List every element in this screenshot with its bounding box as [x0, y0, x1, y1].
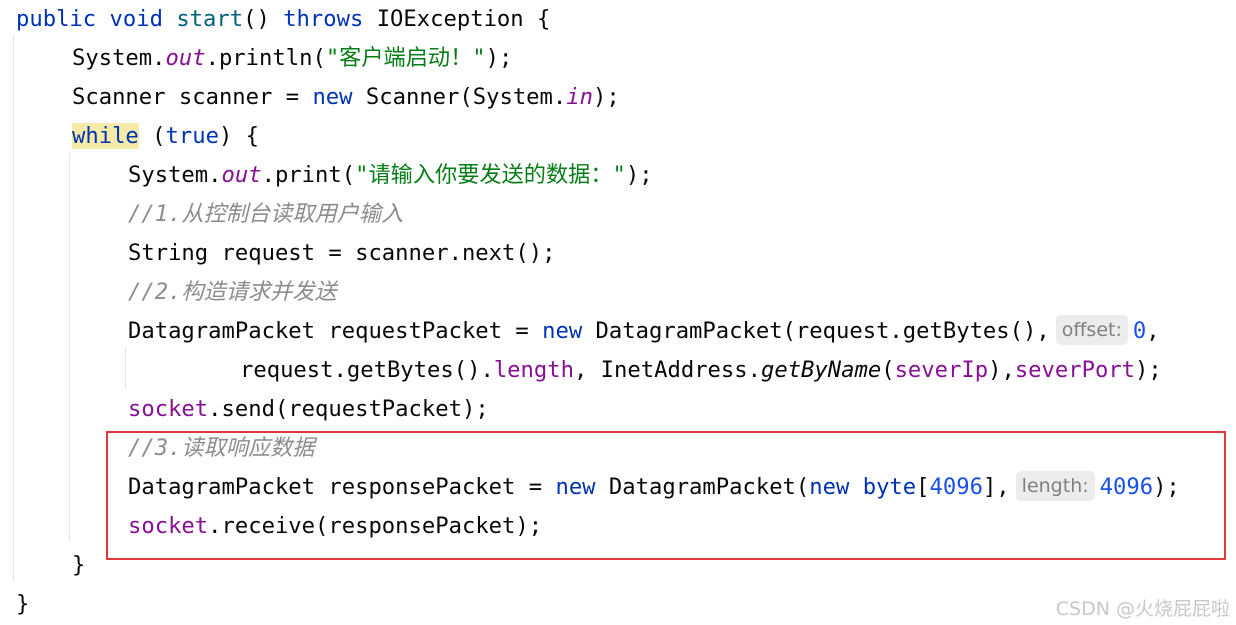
code-text: , [1146, 318, 1160, 344]
comment: //1.从控制台读取用户输入 [128, 201, 404, 227]
code-text: .print( [261, 162, 356, 188]
keyword: byte [862, 474, 917, 500]
keyword-highlighted: while [72, 123, 139, 149]
code-text: ); [1135, 357, 1162, 383]
code-text: ); [485, 45, 513, 71]
code-text: request.getBytes(). [240, 357, 494, 383]
code-line-11: socket.send(requestPacket); [128, 390, 489, 429]
number-literal: 0 [1132, 318, 1147, 344]
code-text: ( [881, 357, 895, 383]
code-line-10: request.getBytes().length, InetAddress.g… [240, 351, 1162, 390]
keyword: true [165, 123, 219, 149]
method-name: getByName [760, 357, 882, 383]
keyword: new [555, 474, 596, 500]
parameter-hint: offset: [1055, 315, 1128, 345]
indent-guide [69, 153, 70, 541]
field: socket [128, 513, 209, 539]
code-line-5: System.out.print("请输入你要发送的数据："); [128, 156, 653, 195]
code-text: } [16, 591, 30, 617]
code-text: ( [138, 123, 166, 149]
method-name: start [176, 6, 244, 32]
code-text: IOException { [376, 6, 551, 32]
field: in [566, 84, 593, 110]
string-literal: "请输入你要发送的数据：" [355, 162, 626, 188]
number-literal: 4096 [1099, 474, 1154, 500]
keyword: new [312, 84, 353, 110]
code-text: () [243, 6, 270, 32]
code-line-8: //2.构造请求并发送 [128, 273, 337, 312]
code-line-6: //1.从控制台读取用户输入 [128, 195, 403, 234]
annotation-highlight-box [106, 431, 1226, 560]
field: socket [128, 396, 209, 422]
code-line-9: DatagramPacket requestPacket = new Datag… [128, 312, 1160, 351]
field: severPort [1014, 357, 1136, 383]
keyword: public [16, 6, 97, 32]
number-literal: 4096 [929, 474, 983, 500]
code-line-1: public void start() throws IOException { [16, 0, 550, 39]
code-text: Scanner scanner = [72, 84, 313, 110]
code-line-13: DatagramPacket responsePacket = new Data… [128, 468, 1180, 507]
field: out [165, 45, 206, 71]
keyword: new [809, 474, 850, 500]
code-text: ); [625, 162, 653, 188]
code-line-15: } [72, 546, 85, 585]
code-text: String request = scanner.next(); [128, 240, 556, 266]
code-text: .println( [205, 45, 326, 71]
code-text: DatagramPacket( [595, 474, 810, 500]
code-line-14: socket.receive(responsePacket); [128, 507, 542, 546]
string-literal: "客户端启动！" [325, 45, 486, 71]
keyword: new [542, 318, 583, 344]
code-text: } [72, 552, 86, 578]
field: severIp [894, 357, 989, 383]
comment: //3.读取响应数据 [128, 435, 315, 461]
field: length [493, 357, 574, 383]
code-line-16: } [16, 585, 29, 624]
code-text: System. [128, 162, 222, 188]
indent-guide [125, 348, 126, 388]
code-line-3: Scanner scanner = new Scanner(System.in)… [72, 78, 620, 117]
code-text: , InetAddress. [573, 357, 761, 383]
code-text: .send(requestPacket); [208, 396, 489, 422]
code-text: System. [72, 45, 166, 71]
code-text: ), [988, 357, 1015, 383]
code-text: ], [982, 474, 1010, 500]
indent-guide [13, 36, 14, 581]
code-text: ); [592, 84, 620, 110]
code-line-12: //3.读取响应数据 [128, 429, 315, 468]
watermark: CSDN @火烧屁屁啦 [1055, 598, 1230, 620]
code-text: DatagramPacket requestPacket = [128, 318, 543, 344]
parameter-hint: length: [1015, 471, 1095, 501]
code-text: Scanner(System. [352, 84, 567, 110]
keyword: void [109, 6, 163, 32]
code-text: DatagramPacket responsePacket = [128, 474, 556, 500]
code-line-4: while (true) { [72, 117, 259, 156]
code-text: ) { [218, 123, 260, 149]
code-text: ); [1153, 474, 1180, 500]
code-line-7: String request = scanner.next(); [128, 234, 555, 273]
comment: //2.构造请求并发送 [128, 279, 337, 305]
code-text: DatagramPacket(request.getBytes(), [582, 318, 1050, 344]
field: out [221, 162, 262, 188]
code-line-2: System.out.println("客户端启动！"); [72, 39, 512, 78]
keyword: throws [283, 6, 364, 32]
code-text: .receive(responsePacket); [208, 513, 543, 539]
code-text: [ [916, 474, 930, 500]
